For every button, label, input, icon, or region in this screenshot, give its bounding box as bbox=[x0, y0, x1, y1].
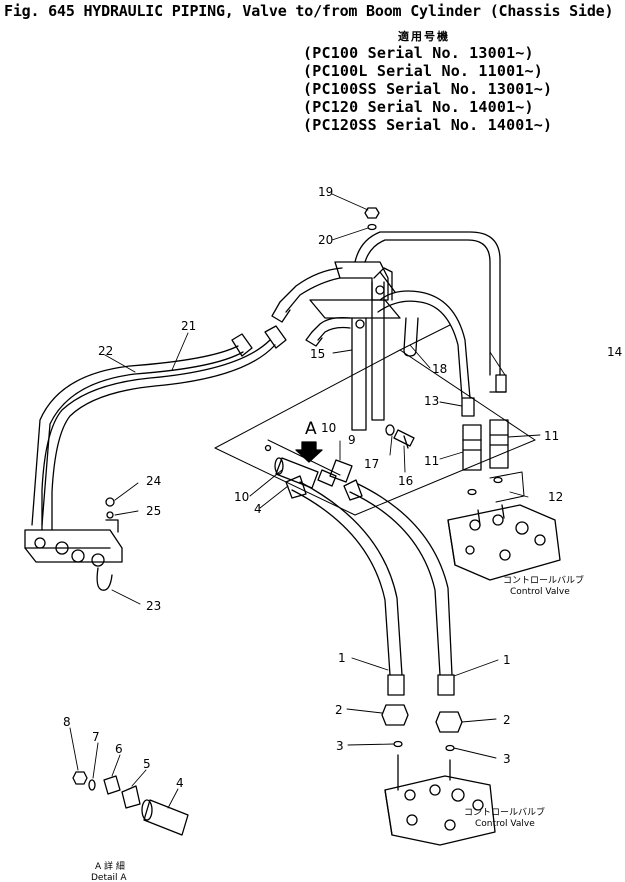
callout-8: 8 bbox=[63, 715, 71, 729]
callout-3-left: 3 bbox=[336, 739, 344, 753]
pipe-21-22 bbox=[31, 325, 287, 531]
callout-9: 9 bbox=[348, 433, 356, 447]
callout-6: 6 bbox=[115, 742, 123, 756]
detail-marker-A: A bbox=[305, 419, 317, 439]
oring-12-right bbox=[493, 476, 503, 484]
callout-21: 21 bbox=[181, 319, 196, 333]
leader-lines bbox=[69, 193, 541, 809]
callout-11-right: 11 bbox=[544, 429, 559, 443]
serial-line: (PC120 Serial No. 14001~) bbox=[303, 98, 534, 116]
control-valve-lower-jp: コントロールバルブ bbox=[464, 806, 545, 818]
oring-3-left bbox=[393, 740, 403, 748]
pipe-lower-13 bbox=[377, 290, 475, 417]
nut-24 bbox=[105, 497, 115, 507]
detail-part-6 bbox=[103, 775, 121, 795]
callout-18: 18 bbox=[432, 362, 447, 376]
oring-12-left bbox=[467, 488, 477, 496]
callout-19: 19 bbox=[318, 185, 333, 199]
callout-11-left: 11 bbox=[424, 454, 439, 468]
control-valve-upper-jp: コントロールバルブ bbox=[503, 574, 584, 586]
callout-10-top: 10 bbox=[321, 421, 336, 435]
detail-part-5 bbox=[121, 785, 141, 809]
callout-13: 13 bbox=[424, 394, 439, 408]
detail-a-jp: A 詳 細 bbox=[95, 860, 125, 872]
callout-4: 4 bbox=[254, 502, 262, 516]
pipe-upper-14 bbox=[354, 231, 507, 393]
callout-5: 5 bbox=[143, 757, 151, 771]
detail-part-7 bbox=[88, 779, 96, 791]
pipe-elbows-left bbox=[271, 267, 351, 347]
fitting-2-left bbox=[381, 704, 409, 726]
callout-4-detail: 4 bbox=[176, 776, 184, 790]
control-valve-lower bbox=[384, 754, 496, 846]
callout-1-right: 1 bbox=[503, 653, 511, 667]
serial-line: (PC120SS Serial No. 14001~) bbox=[303, 116, 553, 134]
control-valve-lower-en: Control Valve bbox=[475, 819, 535, 829]
fitting-11-left bbox=[462, 424, 482, 471]
arrow-A bbox=[295, 441, 323, 463]
serial-line: (PC100L Serial No. 11001~) bbox=[303, 62, 543, 80]
washer-25 bbox=[106, 511, 114, 519]
callout-23: 23 bbox=[146, 599, 161, 613]
left-manifold bbox=[24, 519, 123, 591]
u-bolt-18 bbox=[403, 317, 419, 357]
detail-part-4 bbox=[141, 799, 189, 836]
fitting-11-right bbox=[489, 419, 509, 469]
pipe-10-assembly bbox=[264, 444, 353, 489]
hose-1-right bbox=[343, 479, 455, 696]
callout-3-right: 3 bbox=[503, 752, 511, 766]
callout-24: 24 bbox=[146, 474, 161, 488]
fitting-2-right bbox=[435, 711, 463, 733]
valve-bracket bbox=[309, 261, 401, 431]
control-valve-upper-en: Control Valve bbox=[510, 587, 570, 597]
washer-20 bbox=[367, 223, 377, 231]
detail-part-8 bbox=[72, 771, 88, 785]
leader-12-box bbox=[489, 471, 525, 503]
callout-10: 10 bbox=[234, 490, 249, 504]
serial-line: (PC100 Serial No. 13001~) bbox=[303, 44, 534, 62]
nut-19 bbox=[364, 207, 380, 219]
figure-title: Fig. 645 HYDRAULIC PIPING, Valve to∕from… bbox=[4, 2, 614, 20]
callout-1-left: 1 bbox=[338, 651, 346, 665]
applicability-header: 適用号機 bbox=[398, 30, 450, 43]
callouts: 19 20 21 22 15 18 14 13 11 11 17 16 12 9… bbox=[63, 185, 622, 790]
serial-line: (PC100SS Serial No. 13001~) bbox=[303, 80, 553, 98]
callout-20: 20 bbox=[318, 233, 333, 247]
bolt-16 bbox=[385, 424, 415, 449]
callout-25: 25 bbox=[146, 504, 161, 518]
oring-3-right bbox=[445, 744, 455, 752]
callout-15: 15 bbox=[310, 347, 325, 361]
callout-17: 17 bbox=[364, 457, 379, 471]
detail-a-en: Detail A bbox=[91, 873, 127, 882]
control-valve-upper bbox=[447, 504, 561, 581]
callout-12: 12 bbox=[548, 490, 563, 504]
callout-7: 7 bbox=[92, 730, 100, 744]
callout-2-right: 2 bbox=[503, 713, 511, 727]
callout-16: 16 bbox=[398, 474, 413, 488]
hose-1-left bbox=[285, 475, 405, 696]
callout-14: 14 bbox=[607, 345, 622, 359]
callout-22: 22 bbox=[98, 344, 113, 358]
callout-2-left: 2 bbox=[335, 703, 343, 717]
